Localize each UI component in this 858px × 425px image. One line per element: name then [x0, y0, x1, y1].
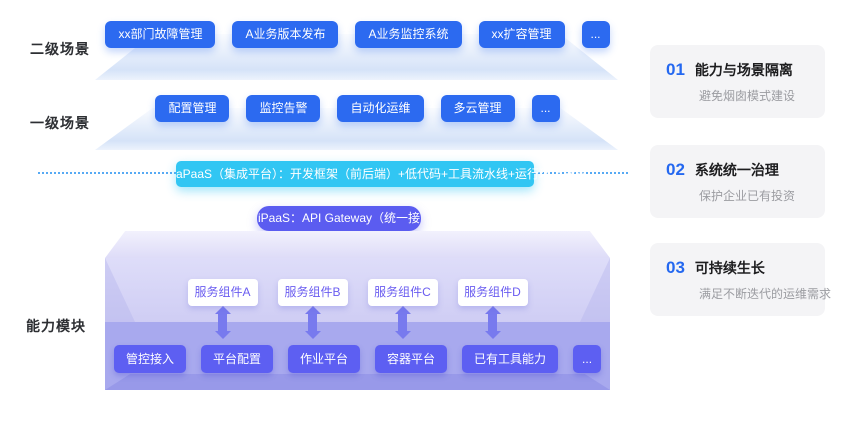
tier1-scenario-label: 一级场景 — [30, 115, 90, 131]
tier1-button-monitor-alert[interactable]: 监控告警 — [246, 95, 321, 122]
tier2-button-version-release[interactable]: A业务版本发布 — [232, 21, 339, 48]
tier2-button-more[interactable]: ... — [581, 21, 610, 48]
benefit-subtitle: 保护企业已有投资 — [699, 189, 796, 203]
tier1-button-automation-ops[interactable]: 自动化运维 — [337, 95, 424, 122]
benefit-card-3: 03 可持续生长 满足不断迭代的运维需求 — [650, 243, 832, 316]
service-component-b[interactable]: 服务组件B — [277, 279, 348, 306]
platform-top-face — [105, 231, 610, 258]
double-arrow-icon — [394, 306, 411, 339]
benefit-title: 系统统一治理 — [694, 162, 779, 178]
benefit-card-head: 03 可持续生长 — [666, 258, 809, 278]
service-component-a[interactable]: 服务组件A — [187, 279, 258, 306]
tier2-button-row: xx部门故障管理 A业务版本发布 A业务监控系统 xx扩容管理 ... — [105, 21, 610, 48]
capability-button-job-platform[interactable]: 作业平台 — [287, 345, 360, 373]
benefit-card-head: 01 能力与场景隔离 — [666, 60, 809, 80]
capability-button-existing-tools[interactable]: 已有工具能力 — [462, 345, 559, 373]
benefit-title: 可持续生长 — [694, 260, 765, 276]
service-component-d[interactable]: 服务组件D — [457, 279, 528, 306]
capability-button-control-access[interactable]: 管控接入 — [113, 345, 186, 373]
capability-button-row: 管控接入 平台配置 作业平台 容器平台 已有工具能力 ... — [105, 345, 610, 373]
benefit-subtitle: 避免烟囱模式建设 — [699, 89, 796, 103]
service-component-c[interactable]: 服务组件C — [367, 279, 438, 306]
capability-button-more[interactable]: ... — [573, 345, 602, 373]
platform-floor-shade — [105, 374, 610, 390]
benefit-number: 01 — [666, 60, 685, 79]
benefit-number: 03 — [666, 258, 685, 277]
double-arrow-icon — [484, 306, 501, 339]
double-arrow-icon — [214, 306, 231, 339]
double-arrow-icon — [304, 306, 321, 339]
benefit-card-head: 02 系统统一治理 — [666, 160, 809, 180]
capability-button-container-platform[interactable]: 容器平台 — [375, 345, 448, 373]
benefit-subtitle: 满足不断迭代的运维需求 — [699, 287, 832, 301]
benefit-title: 能力与场景隔离 — [694, 62, 793, 78]
tier2-button-scaling-mgmt[interactable]: xx扩容管理 — [478, 21, 565, 48]
apaas-banner[interactable]: aPaaS（集成平台）：开发框架（前后端）+低代码+工具流水线+运行环境托管 — [176, 161, 587, 187]
service-component-row: 服务组件A 服务组件B 服务组件C 服务组件D — [105, 279, 610, 306]
tier1-button-config-mgmt[interactable]: 配置管理 — [155, 95, 230, 122]
capability-module-label: 能力模块 — [26, 318, 86, 334]
ipaas-gateway-button[interactable]: iPaaS：API Gateway（统一接入） — [257, 206, 421, 250]
tier2-button-monitor-system[interactable]: A业务监控系统 — [355, 21, 462, 48]
tier1-button-row: 配置管理 监控告警 自动化运维 多云管理 ... — [105, 95, 610, 122]
benefit-card-2: 02 系统统一治理 保护企业已有投资 — [650, 145, 825, 218]
benefit-card-1: 01 能力与场景隔离 避免烟囱模式建设 — [650, 45, 825, 118]
benefit-number: 02 — [666, 160, 685, 179]
capability-button-platform-config[interactable]: 平台配置 — [200, 345, 273, 373]
tier2-button-fault-mgmt[interactable]: xx部门故障管理 — [105, 21, 216, 48]
tier1-button-multicloud-mgmt[interactable]: 多云管理 — [440, 95, 515, 122]
tier2-scenario-label: 二级场景 — [30, 41, 90, 57]
tier1-button-more[interactable]: ... — [531, 95, 560, 122]
